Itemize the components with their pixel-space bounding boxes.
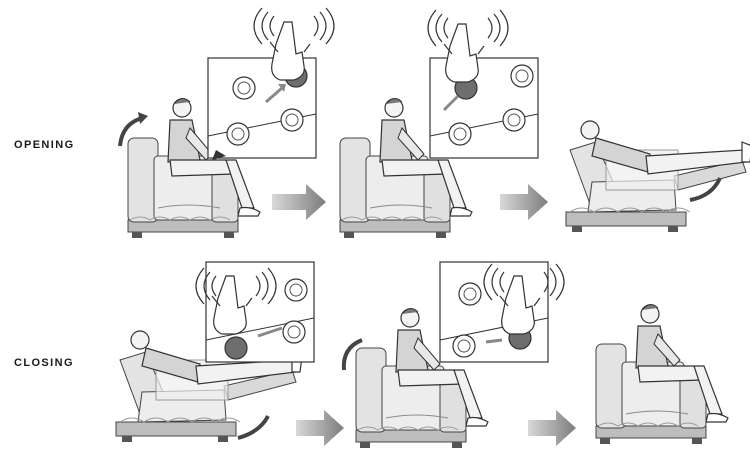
pointing-hand-icon xyxy=(444,24,484,82)
opening-label: OPENING xyxy=(14,139,75,151)
closing-step-3 xyxy=(596,304,728,444)
next-step-arrow-icon xyxy=(500,184,548,220)
opening-step-3 xyxy=(566,121,750,232)
next-step-arrow-icon xyxy=(528,410,576,446)
next-step-arrow-icon xyxy=(272,184,326,220)
closing-step-1 xyxy=(116,262,314,442)
closing-label: CLOSING xyxy=(14,357,74,369)
pointing-hand-icon xyxy=(270,22,310,80)
next-step-arrow-icon xyxy=(296,410,344,446)
curved-motion-arrow-icon xyxy=(238,416,268,438)
